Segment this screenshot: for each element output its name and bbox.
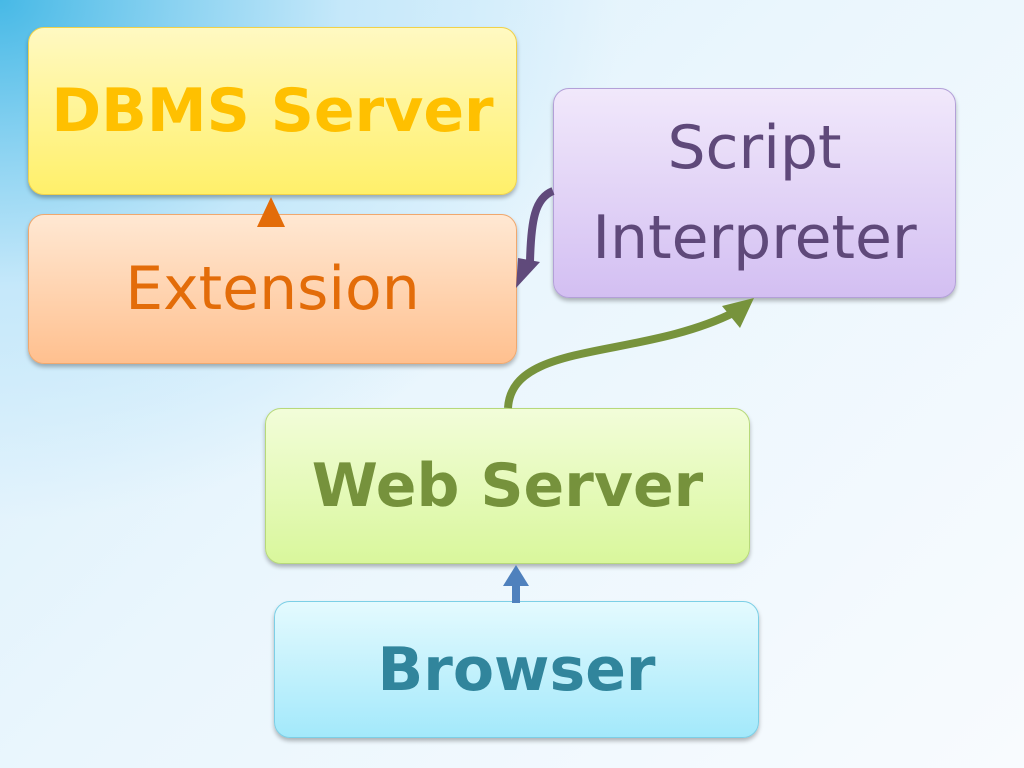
arrow-script-to-extension-curve bbox=[526, 187, 555, 263]
dbms-server-label: DBMS Server bbox=[51, 76, 494, 146]
web-server-box: Web Server bbox=[265, 408, 750, 564]
arrow-web-to-script bbox=[504, 298, 754, 409]
web-server-label: Web Server bbox=[311, 451, 704, 521]
browser-box: Browser bbox=[274, 601, 759, 738]
script-interpreter-box: Script Interpreter bbox=[553, 88, 956, 298]
script-interpreter-label-line1: Script bbox=[667, 113, 842, 183]
arrow-script-to-extension bbox=[516, 187, 555, 288]
arrow-browser-to-web-head bbox=[503, 565, 529, 586]
arrow-web-to-script-curve bbox=[504, 308, 737, 409]
dbms-server-box: DBMS Server bbox=[28, 27, 517, 195]
arrow-script-to-extension-head bbox=[516, 258, 540, 288]
arrow-web-to-script-head bbox=[722, 298, 754, 328]
extension-box: Extension bbox=[28, 214, 517, 364]
browser-label: Browser bbox=[377, 634, 656, 705]
arrow-browser-to-web bbox=[503, 565, 529, 603]
extension-label: Extension bbox=[125, 254, 420, 324]
script-interpreter-label-line2: Interpreter bbox=[592, 203, 917, 273]
